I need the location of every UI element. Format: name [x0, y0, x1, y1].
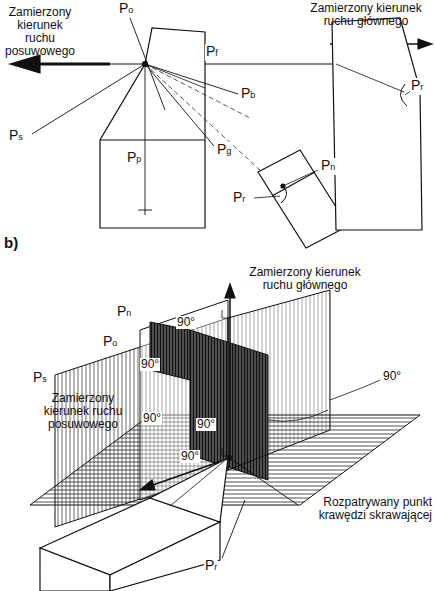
- direction-label: Zamierzony kierunek ruchu posuwowego: [2, 6, 78, 58]
- angle-label: 90°: [196, 418, 216, 431]
- angle-label: 90°: [142, 412, 162, 425]
- plane-label: Po: [102, 334, 118, 351]
- direction-label: Zamierzony kierunek ruchu głównego: [240, 266, 370, 292]
- direction-label: Zamierzony kierunek ruchu posuwowego: [28, 392, 138, 431]
- section-label: b): [4, 236, 18, 249]
- plane-label: Pr: [232, 190, 246, 207]
- plane-label: Pn: [116, 304, 132, 321]
- angle-label: 90°: [140, 358, 160, 371]
- note-label: Rozpatrywany punkt krawędzi skrawającej: [300, 496, 432, 522]
- angle-label: 90°: [180, 450, 200, 463]
- plane-label: Ps: [32, 370, 48, 387]
- plane-label: Pr: [410, 78, 424, 95]
- plane-label: Pg: [216, 142, 232, 159]
- plane-label: Pp: [126, 150, 142, 167]
- plane-label: Pf: [205, 44, 219, 61]
- plane-label: Pb: [240, 86, 256, 103]
- angle-label: 90°: [176, 316, 196, 329]
- plane-label: Po: [118, 1, 134, 18]
- angle-label: 90°: [382, 370, 402, 383]
- plane-label: Ps: [8, 128, 24, 145]
- plane-label: Pn: [320, 158, 336, 175]
- direction-label: Zamierzony kierunek ruchu głównego: [298, 2, 434, 28]
- plane-label: Pr: [204, 558, 218, 575]
